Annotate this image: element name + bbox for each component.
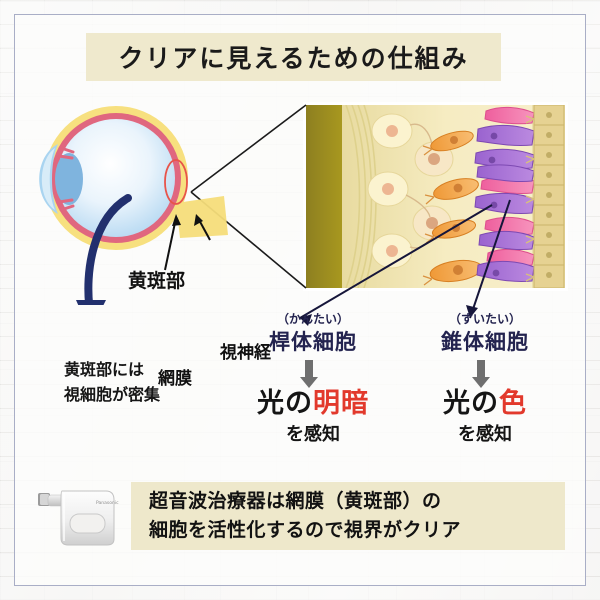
conclusion-line2: 細胞を活性化するので視界がクリア xyxy=(149,519,462,541)
page-title: クリアに見えるための仕組み xyxy=(118,44,469,73)
rod-function-suffix: を感知 xyxy=(286,424,340,446)
svg-text:Panasonic: Panasonic xyxy=(96,500,119,506)
rpe-cells xyxy=(525,105,565,288)
retina-layers-illustration xyxy=(306,105,565,288)
title-band xyxy=(86,33,501,81)
rod-function-highlight: 明暗 xyxy=(313,388,369,419)
label-macula: 黄斑部 xyxy=(128,270,186,292)
rod-cell-label-group: （かんたい） 桿体細胞 xyxy=(228,310,398,356)
eye-cross-section-illustration xyxy=(39,106,228,305)
macula-note-line2: 視細胞が密集 xyxy=(64,384,161,404)
conclusion-line1: 超音波治療器は網膜（黄斑部）の xyxy=(149,490,442,513)
label-optic-nerve: 視神経 xyxy=(220,343,271,363)
conclusion-band xyxy=(131,482,565,550)
ultrasound-device-image: Panasonic xyxy=(38,490,119,546)
macula-note-line1: 黄斑部には xyxy=(64,360,145,379)
conclusion-text: 超音波治療器は網膜（黄斑部）の 細胞を活性化するので視界がクリア xyxy=(131,482,565,550)
rod-function-main: 光の明暗 xyxy=(223,388,403,419)
rod-cell-furigana: （かんたい） xyxy=(276,312,349,326)
rod-cell-name: 桿体細胞 xyxy=(269,330,357,354)
eye-diagram: 黄斑部 網膜 視神経 xyxy=(28,100,293,389)
label-retina: 網膜 xyxy=(158,369,192,389)
rod-function: 光の明暗 を感知 xyxy=(223,388,403,446)
macula-note: 黄斑部には 視細胞が密集 xyxy=(64,358,160,408)
retina-micrograph-panel xyxy=(306,105,565,288)
rod-function-prefix: 光の xyxy=(257,388,313,419)
